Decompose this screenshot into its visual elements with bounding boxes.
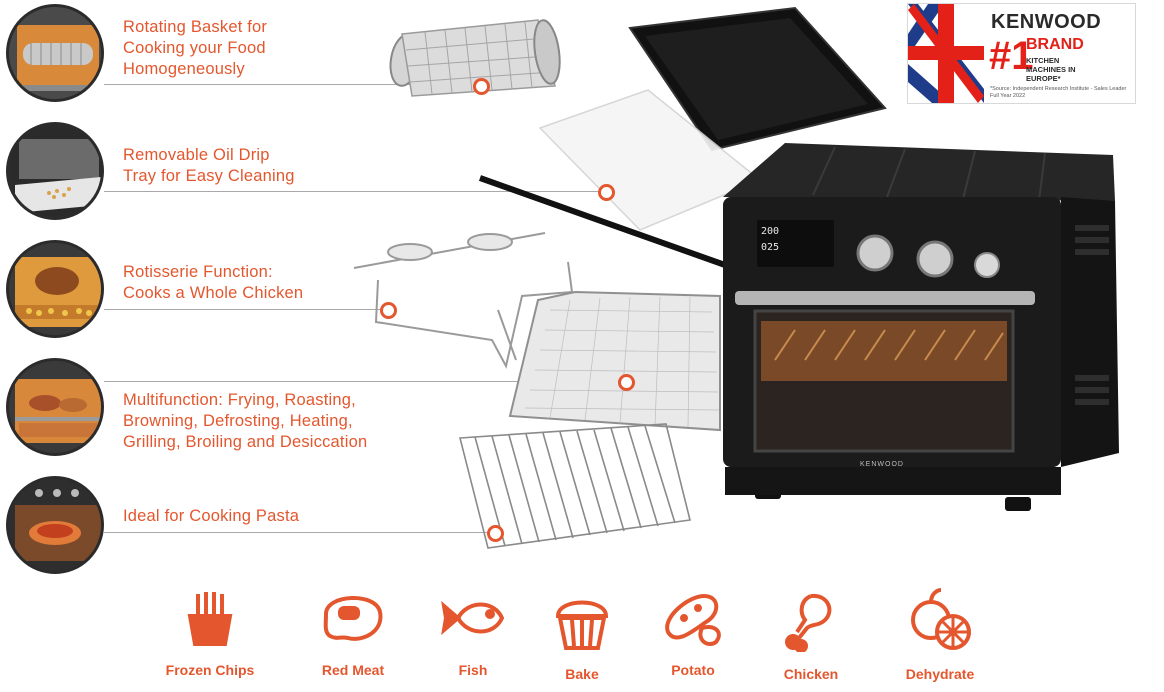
display-temperature: 200 bbox=[761, 226, 780, 237]
oven-brand-label: KENWOOD bbox=[860, 461, 904, 468]
drumstick-icon bbox=[785, 593, 832, 652]
feature-line: Rotisserie Function: bbox=[123, 263, 273, 281]
connector-line bbox=[104, 309, 380, 310]
connector-line bbox=[104, 84, 472, 85]
connector-line bbox=[104, 381, 619, 382]
cupcake-icon bbox=[555, 600, 609, 650]
feature-oil-drip-tray: Removable Oil Drip Tray for Easy Cleanin… bbox=[123, 145, 295, 187]
baking-tray bbox=[628, 6, 887, 152]
food-potato: Potato bbox=[633, 588, 753, 678]
air-fryer-oven bbox=[723, 143, 1119, 511]
potato-icon bbox=[665, 593, 721, 647]
rotating-basket bbox=[389, 19, 561, 97]
thumb-oil-drip-tray bbox=[6, 122, 104, 220]
feature-line: Browning, Defrosting, Heating, bbox=[123, 412, 353, 430]
union-flag-icon bbox=[908, 4, 984, 103]
callout-dot bbox=[487, 525, 504, 542]
food-label: Fish bbox=[458, 662, 488, 678]
food-label: Potato bbox=[671, 662, 715, 678]
food-red-meat: Red Meat bbox=[293, 588, 413, 678]
callout-dot bbox=[473, 78, 490, 95]
food-label: Bake bbox=[565, 666, 599, 682]
food-label: Chicken bbox=[783, 666, 839, 682]
feature-rotisserie: Rotisserie Function: Cooks a Whole Chick… bbox=[123, 262, 303, 304]
display-timer: 025 bbox=[761, 242, 780, 253]
thumb-pasta bbox=[6, 476, 104, 574]
brand-name: KENWOOD bbox=[991, 11, 1102, 33]
feature-multifunction: Multifunction: Frying, Roasting, Brownin… bbox=[123, 390, 367, 453]
brand-source: *Source: Independent Research Institute … bbox=[990, 86, 1127, 99]
food-label: Frozen Chips bbox=[165, 662, 255, 678]
mesh-basket bbox=[508, 290, 721, 432]
feature-line: Grilling, Broiling and Desiccation bbox=[123, 433, 368, 451]
steak-icon bbox=[323, 596, 383, 641]
feature-line: Homogeneously bbox=[123, 60, 245, 78]
food-frozen-chips: Frozen Chips bbox=[150, 588, 270, 678]
feature-line: Cooks a Whole Chicken bbox=[123, 284, 304, 302]
thumb-rotating-basket bbox=[6, 4, 104, 102]
feature-line: Ideal for Cooking Pasta bbox=[123, 507, 300, 525]
food-label: Dehydrate bbox=[905, 666, 975, 682]
feature-line: Removable Oil Drip bbox=[123, 146, 270, 164]
brand-badge: KENWOOD #1 BRAND KITCHEN MACHINES IN EUR… bbox=[907, 3, 1136, 104]
thumb-rotisserie bbox=[6, 240, 104, 338]
feature-rotating-basket: Rotating Basket for Cooking your Food Ho… bbox=[123, 17, 267, 80]
callout-dot bbox=[618, 374, 635, 391]
connector-line bbox=[104, 191, 598, 192]
feature-line: Cooking your Food bbox=[123, 39, 266, 57]
connector-line bbox=[104, 532, 488, 533]
feature-pasta: Ideal for Cooking Pasta bbox=[123, 506, 299, 527]
brand-rank: #1 bbox=[989, 34, 1034, 78]
fish-icon bbox=[441, 600, 505, 636]
thumb-multifunction bbox=[6, 358, 104, 456]
food-fish: Fish bbox=[413, 588, 533, 678]
accessories-illustration bbox=[353, 6, 887, 549]
feature-line: Rotating Basket for bbox=[123, 18, 268, 36]
food-label: Red Meat bbox=[321, 662, 385, 678]
callout-dot bbox=[598, 184, 615, 201]
citrus-icon bbox=[911, 588, 971, 650]
brand-subtitle: KITCHEN MACHINES IN EUROPE* bbox=[1026, 56, 1076, 83]
callout-dot bbox=[380, 302, 397, 319]
feature-line: Tray for Easy Cleaning bbox=[123, 167, 295, 185]
fries-icon bbox=[187, 592, 233, 646]
brand-headline: BRAND bbox=[1026, 36, 1084, 53]
food-bake: Bake bbox=[522, 588, 642, 682]
food-dehydrate: Dehydrate bbox=[880, 588, 1000, 682]
food-chicken: Chicken bbox=[751, 588, 871, 682]
feature-line: Multifunction: Frying, Roasting, bbox=[123, 391, 356, 409]
oven-display: 200 025 bbox=[757, 220, 834, 267]
